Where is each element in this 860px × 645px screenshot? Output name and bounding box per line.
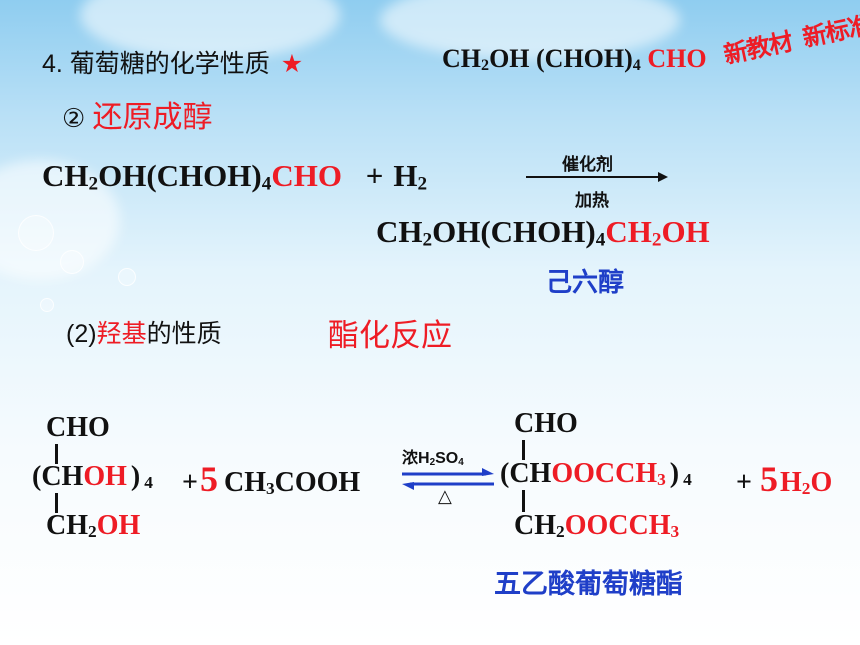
acetate-group: OOCCH3 [565, 510, 679, 541]
glucose-formula: CH2OH (CHOH)4 CHO [442, 44, 707, 74]
acetate-group: OOCCH3 [551, 458, 665, 489]
formula-part: OOCCH [564, 510, 671, 541]
coefficient: 5 [199, 459, 218, 499]
condition-acid: 浓H2SO4 [402, 444, 464, 468]
plus-sign: + [182, 467, 198, 498]
hydroxyl-group: OH [83, 461, 127, 492]
hexitol-name: 己六醇 [546, 267, 625, 297]
esterification-title: 酯化反应 [328, 318, 452, 353]
water-formula: H2O [780, 467, 832, 498]
section-title: 4. 葡萄糖的化学性质 ★ [42, 44, 303, 80]
glucose-pentaacetate-name: 五乙酸葡萄糖酯 [494, 569, 683, 599]
reaction1-reactants: CH2OH(CHOH)4CHO +H2 [42, 158, 427, 194]
formula-part: H [779, 467, 802, 498]
formula-sub: 2 [422, 229, 433, 251]
formula-part: OH [661, 214, 710, 249]
formula-part: CH [41, 461, 84, 492]
bracket: ) [130, 461, 141, 492]
section-title-text: 4. 葡萄糖的化学性质 [42, 50, 270, 78]
alcohol-group: CH2OH [605, 214, 710, 251]
plus-sign: + [365, 158, 384, 193]
bubble-decoration [118, 268, 136, 286]
ester-ch2: CH2OOCCH3 [514, 510, 679, 542]
ester-chain: (CHOOCCH3)4 [500, 458, 692, 490]
plus-sign: + [736, 467, 752, 498]
coefficient: 5 [759, 459, 778, 499]
reduction-heading: ② 还原成醇 [62, 92, 213, 136]
stamp-logo: 新教材 新标准 [720, 5, 860, 70]
formula-sub: 4 [458, 456, 464, 468]
star-icon: ★ [280, 50, 304, 78]
bracket: ) [669, 458, 680, 489]
formula-part: CH [42, 158, 89, 193]
aldehyde-group: CHO [647, 44, 707, 73]
formula-part: OOCCH [551, 458, 658, 489]
item-number: ② [62, 103, 93, 133]
formula-part: O [810, 467, 833, 498]
formula-sub: 4 [632, 56, 641, 74]
bracket: ( [500, 458, 510, 489]
formula-sub: 2 [801, 479, 811, 499]
formula-sub: 3 [265, 479, 275, 499]
aldehyde-group: CHO [271, 158, 342, 193]
formula-part: 浓H [402, 450, 430, 467]
formula-part: OH(CHOH) [98, 158, 262, 193]
bond-line [522, 490, 525, 512]
formula-sub: 2 [481, 56, 490, 74]
water-term: +5H2O [736, 458, 832, 500]
formula-sub: 3 [657, 470, 666, 490]
formula-part: CH [376, 214, 423, 249]
heat-label: 加热 [575, 191, 609, 210]
formula-sub: 2 [88, 173, 99, 195]
formula-part: OH (CHOH) [489, 44, 633, 73]
heat-triangle-icon: △ [438, 486, 452, 506]
formula-part: COOH [274, 467, 361, 498]
formula-part: CH [46, 510, 88, 541]
formula-sub: 3 [670, 522, 680, 542]
stamp-text-2: 新标准 [800, 11, 860, 53]
bubble-decoration [18, 215, 54, 251]
formula-sub: 2 [651, 229, 662, 251]
bubble-decoration [40, 298, 54, 312]
glucose-chain: (CHOH)4 [32, 461, 153, 493]
equilibrium-arrow-icon [402, 468, 494, 490]
formula-sub: 4 [261, 173, 272, 195]
formula-part: CH [514, 510, 556, 541]
formula-sub: 2 [417, 173, 428, 195]
bracket: ( [32, 461, 42, 492]
ester-cho: CHO [514, 408, 578, 439]
reduction-title: 还原成醇 [92, 101, 213, 134]
formula-part: CH [442, 44, 481, 73]
heading-rest: 的性质 [146, 320, 222, 348]
formula-sub: 4 [683, 470, 692, 490]
item-number: (2) [66, 320, 97, 348]
formula-sub: 4 [595, 229, 606, 251]
bond-line [522, 440, 525, 460]
bubble-decoration [60, 250, 84, 274]
formula-part: OH(CHOH) [432, 214, 596, 249]
glucose-cho: CHO [46, 412, 110, 443]
formula-part: CH [223, 467, 266, 498]
reaction1-product: CH2OH(CHOH)4CH2OH [376, 214, 710, 250]
formula-part: CH [605, 214, 652, 249]
hydroxyl-term: 羟基 [96, 320, 147, 348]
bond-line [55, 493, 58, 513]
glucose-ch2oh: CH2OH [46, 510, 140, 542]
formula-part: CH [509, 458, 552, 489]
formula-sub: 4 [144, 473, 153, 493]
catalyst-label: 催化剂 [562, 155, 613, 174]
formula-part: H [393, 158, 418, 193]
bond-line [55, 444, 58, 464]
formula-sub: 2 [88, 522, 97, 542]
reaction-arrow-icon [526, 172, 668, 182]
hydroxyl-group: OH [96, 510, 141, 541]
stamp-text-1: 新教材 [721, 28, 795, 70]
hydroxyl-heading: (2)羟基的性质 [66, 314, 222, 350]
formula-sub: 2 [556, 522, 565, 542]
formula-part: SO [435, 450, 459, 467]
formula-sub: 2 [429, 456, 436, 468]
